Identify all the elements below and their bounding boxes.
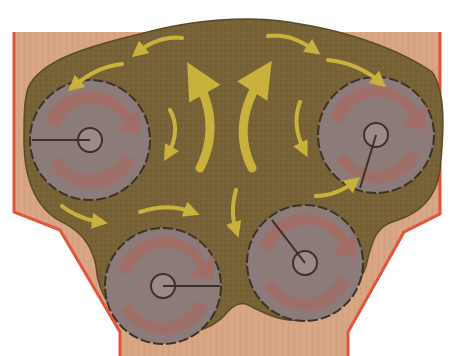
roller-top-right: [318, 77, 434, 193]
roller-bottom-right: [247, 205, 363, 321]
roller-top-left: [30, 80, 150, 200]
roller-bottom-left: [105, 228, 221, 344]
